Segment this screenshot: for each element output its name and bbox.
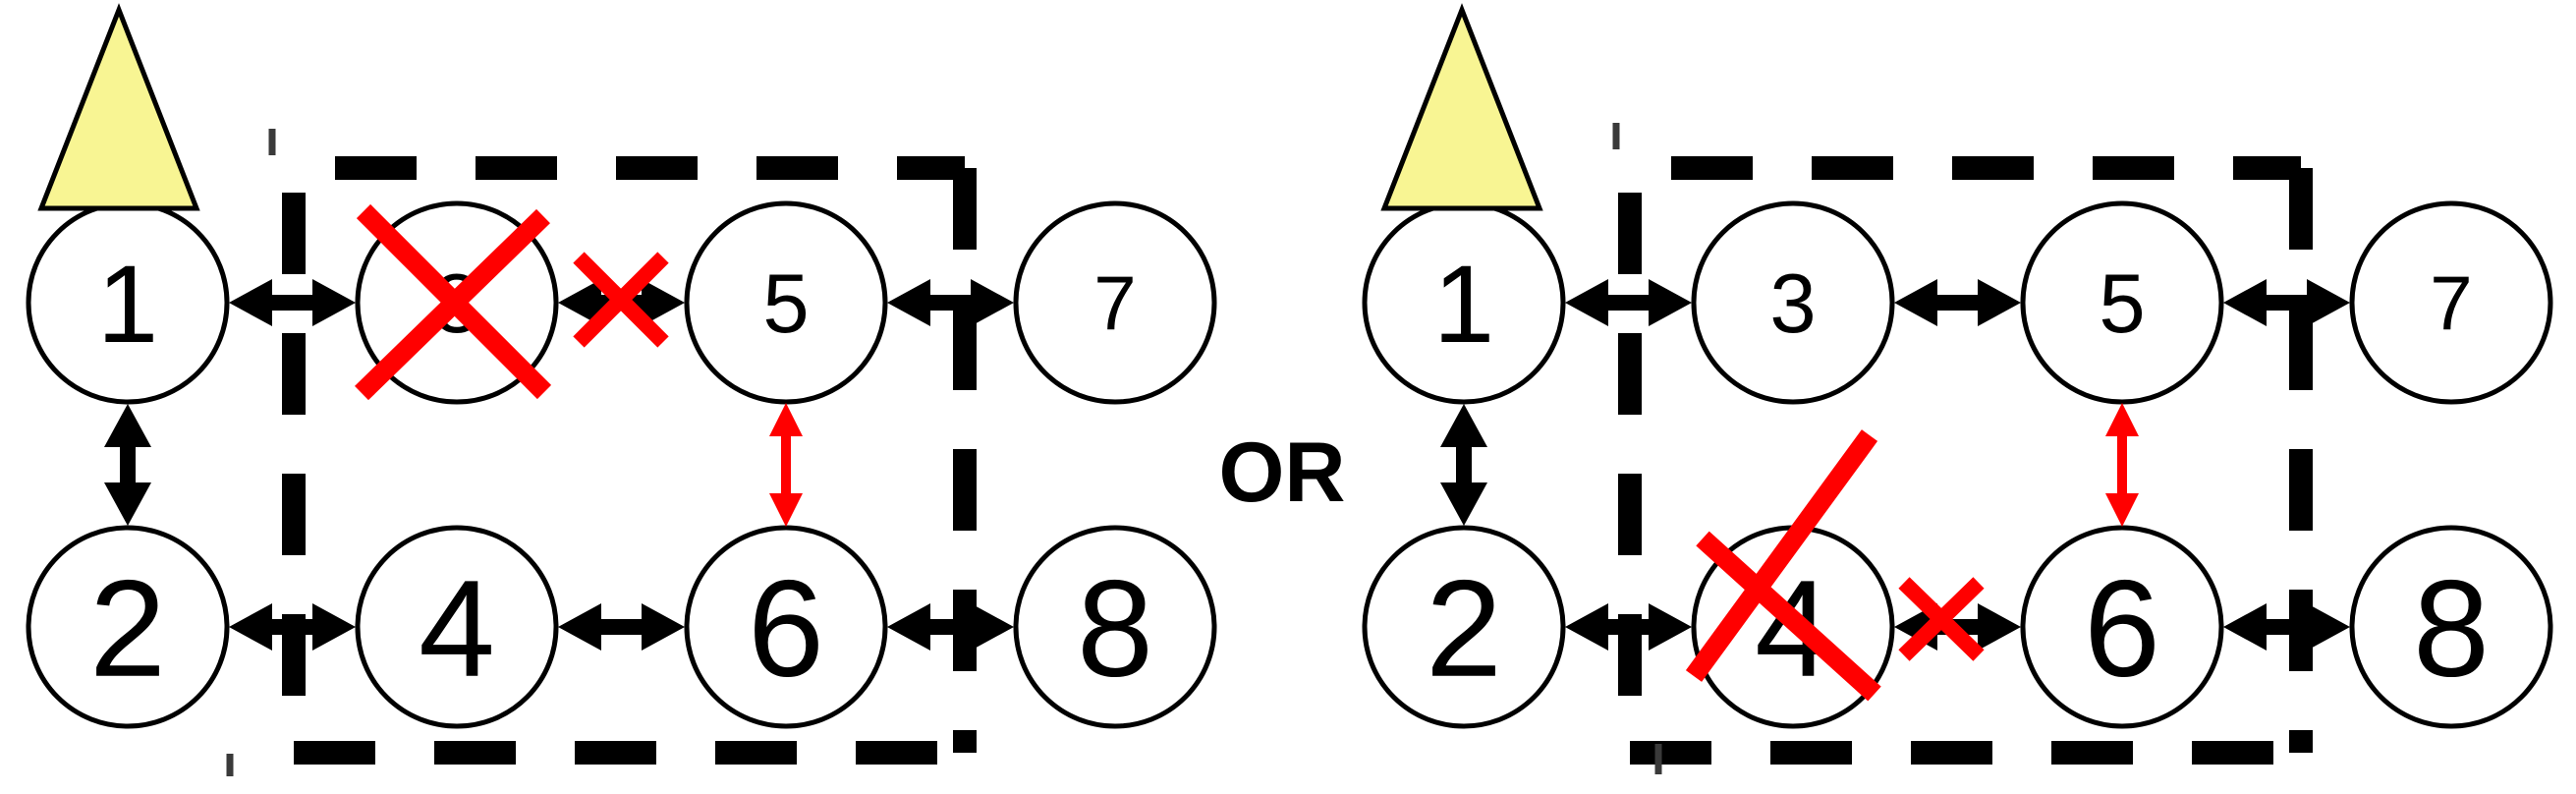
node-circle-6 (2020, 525, 2224, 729)
node-label-7: 7 (2430, 260, 2472, 347)
panel-option-b: 13572468 (1362, 3, 2553, 774)
arrow-head (229, 603, 272, 651)
arrow-head (229, 279, 272, 326)
arrow-head (1440, 482, 1487, 526)
arrow-head (642, 279, 685, 326)
cross-stroke (573, 252, 669, 348)
node-circle-2 (26, 525, 230, 729)
cross-stroke (1696, 531, 1881, 702)
arrow-head (2105, 493, 2139, 527)
arrow-head (1440, 404, 1487, 447)
node-label-8: 8 (1077, 551, 1153, 706)
cross-stroke (1685, 429, 1878, 682)
node-circle-8 (2349, 525, 2553, 729)
node-label-6: 6 (2084, 551, 2160, 706)
arrow-head (104, 404, 151, 447)
crossed-edge-x (573, 252, 669, 348)
arrow-head (887, 279, 930, 326)
edge-1-3 (229, 279, 356, 326)
edge-5-7 (887, 279, 1014, 326)
cross-stroke (355, 208, 550, 401)
node-label-8: 8 (2413, 551, 2490, 706)
edge-3-5 (1894, 279, 2021, 326)
arrow-head (2223, 603, 2267, 651)
arrow-head (887, 603, 930, 651)
node-label-1: 1 (1433, 243, 1494, 366)
arrow-head (1649, 603, 1692, 651)
node-label-6: 6 (748, 551, 824, 706)
cross-stroke (1898, 577, 1985, 661)
edge-6-8 (887, 603, 1014, 651)
node-label-7: 7 (1093, 260, 1136, 347)
arrow-head (1978, 603, 2021, 651)
red-edge-5-6 (769, 403, 803, 527)
edge-1-2 (104, 404, 151, 526)
node-label-5: 5 (762, 257, 809, 351)
arrow-head (2105, 403, 2139, 436)
red-edge-5-6 (2105, 403, 2139, 527)
node-circle-6 (684, 525, 888, 729)
node-circle-5 (684, 200, 888, 405)
crossed-node-x (1685, 429, 1881, 702)
agent-marker-triangle (1380, 3, 1543, 211)
node-circle-5 (2020, 200, 2224, 405)
arrow-head (769, 403, 803, 436)
node-circle-7 (1013, 200, 1217, 405)
arrow-head (558, 603, 601, 651)
arrow-head (312, 279, 356, 326)
edge-6-8 (2223, 603, 2350, 651)
arrow-head (1649, 279, 1692, 326)
arrow-head (1565, 603, 1608, 651)
arrow-head (558, 279, 601, 326)
node-circle-7 (2349, 200, 2553, 405)
edge-2-4 (229, 603, 356, 651)
arrow-head (312, 603, 356, 651)
edge-5-7 (2223, 279, 2350, 326)
arrow-head (2307, 603, 2350, 651)
agent-marker-triangle (37, 3, 200, 211)
arrow-head (642, 603, 685, 651)
arrow-head (1565, 279, 1608, 326)
edge-2-4 (1565, 603, 1692, 651)
arrow-head (104, 482, 151, 526)
arrow-head (1978, 279, 2021, 326)
node-label-4: 4 (419, 551, 495, 706)
arrow-head (769, 493, 803, 527)
crossed-edge-x (1898, 577, 1985, 661)
arrow-head (2307, 279, 2350, 326)
arrow-head (2223, 279, 2267, 326)
node-label-3: 3 (1769, 257, 1816, 351)
crossed-node-x (355, 203, 552, 401)
edge-4-6 (558, 603, 685, 651)
panel-option-a: 13572468 (26, 3, 1217, 776)
node-circle-3 (1691, 200, 1895, 405)
arrow-head (971, 279, 1014, 326)
node-circle-2 (1362, 525, 1566, 729)
arrow-head (1894, 279, 1937, 326)
or-label: OR (1219, 425, 1346, 520)
arrow-head (971, 603, 1014, 651)
node-label-5: 5 (2099, 257, 2145, 351)
node-label-1: 1 (97, 243, 158, 366)
node-circle-8 (1013, 525, 1217, 729)
node-label-2: 2 (89, 551, 166, 706)
edge-1-3 (1565, 279, 1692, 326)
node-circle-4 (355, 525, 559, 729)
edge-1-2 (1440, 404, 1487, 526)
node-label-2: 2 (1426, 551, 1502, 706)
